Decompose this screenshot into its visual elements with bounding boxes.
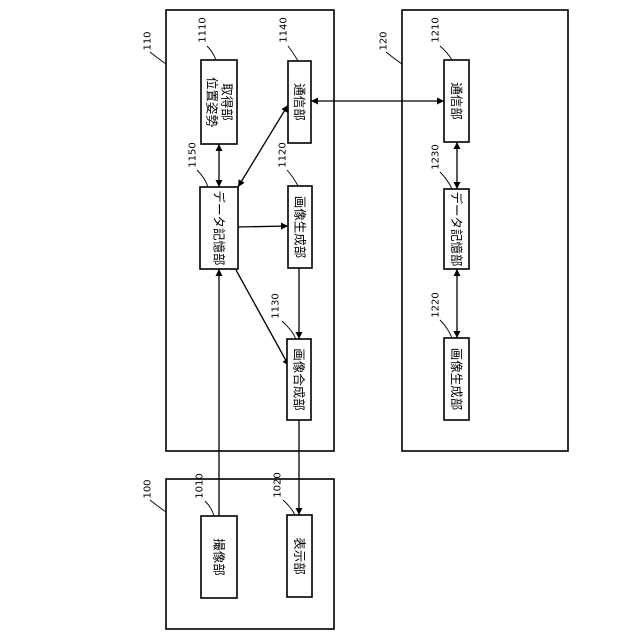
block-1010-label: 撮像部 bbox=[212, 538, 227, 576]
block-1120-leader bbox=[287, 170, 298, 186]
block-1120-label: 画像生成部 bbox=[293, 196, 308, 259]
block-1020-leader bbox=[283, 500, 295, 515]
block-1210-ref: 1210 bbox=[431, 17, 442, 42]
block-1220-label: 画像生成部 bbox=[449, 348, 464, 411]
block-1220-image-generation: 画像生成部 bbox=[444, 338, 469, 420]
block-1130-label: 画像合成部 bbox=[292, 348, 307, 411]
block-1210-leader bbox=[440, 46, 452, 60]
block-1150-label: データ記憶部 bbox=[212, 190, 227, 265]
block-1110-label-line1: 位置姿勢 bbox=[205, 77, 220, 128]
block-1230-data-storage: データ記憶部 bbox=[444, 189, 469, 269]
block-1110-leader bbox=[207, 46, 216, 60]
block-1110-position-orientation-acquisition: 位置姿勢 取得部 bbox=[201, 60, 237, 144]
block-1220-ref: 1220 bbox=[431, 292, 442, 317]
system-110-ref: 110 bbox=[143, 31, 154, 50]
block-1120-ref: 1120 bbox=[278, 142, 289, 167]
block-1230-label: データ記憶部 bbox=[449, 191, 464, 266]
block-1140-label: 通信部 bbox=[292, 83, 307, 121]
block-1140-communication: 通信部 bbox=[288, 61, 311, 143]
system-120-leader bbox=[386, 52, 402, 64]
block-1020-display: 表示部 bbox=[287, 515, 312, 597]
block-1110-ref: 1110 bbox=[198, 17, 209, 42]
system-100-leader bbox=[150, 500, 166, 512]
block-1110-label-line2: 取得部 bbox=[220, 83, 235, 121]
edge-1150-to-1120 bbox=[238, 226, 288, 227]
block-1150-data-storage: データ記憶部 bbox=[200, 187, 238, 269]
block-1020-ref: 1020 bbox=[273, 472, 284, 497]
block-1150-ref: 1150 bbox=[188, 142, 199, 167]
block-1210-label: 通信部 bbox=[449, 82, 464, 120]
block-1120-image-generation: 画像生成部 bbox=[288, 186, 312, 268]
block-1230-leader bbox=[440, 172, 452, 189]
block-1210-communication: 通信部 bbox=[444, 60, 469, 142]
system-110-leader bbox=[150, 52, 166, 64]
system-120-frame bbox=[402, 10, 568, 451]
block-1220-leader bbox=[440, 320, 452, 338]
block-1130-ref: 1130 bbox=[271, 293, 282, 318]
block-1010-ref: 1010 bbox=[195, 473, 206, 498]
block-1010-imaging: 撮像部 bbox=[201, 516, 237, 598]
block-1230-ref: 1230 bbox=[431, 144, 442, 169]
block-1130-leader bbox=[282, 321, 296, 339]
block-1140-ref: 1140 bbox=[279, 17, 290, 42]
block-1150-leader bbox=[197, 170, 208, 187]
block-1020-label: 表示部 bbox=[292, 537, 307, 575]
system-100-ref: 100 bbox=[143, 479, 154, 498]
block-1140-leader bbox=[288, 46, 298, 61]
system-120-ref: 120 bbox=[379, 31, 390, 50]
block-1010-leader bbox=[205, 501, 214, 516]
block-1130-image-composition: 画像合成部 bbox=[287, 339, 311, 420]
